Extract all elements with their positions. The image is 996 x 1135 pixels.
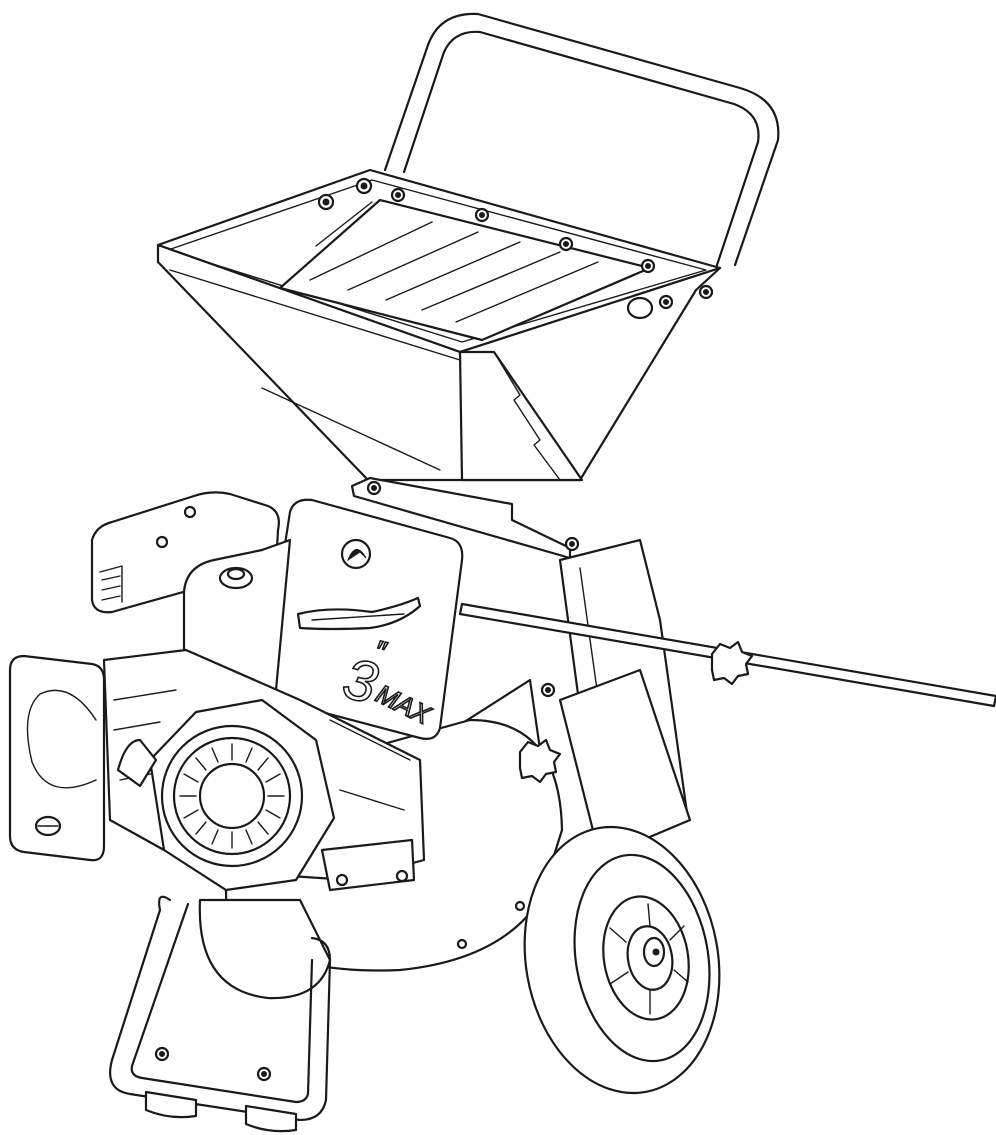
- hopper-top-plate: [156, 168, 722, 354]
- star-knob: [518, 640, 754, 784]
- engine-air-cleaner: [8, 654, 106, 862]
- hopper-body: [156, 243, 722, 482]
- hopper-bolt: [317, 177, 656, 274]
- front-stand-frame: [109, 895, 332, 1133]
- hopper-handle: [383, 12, 780, 270]
- engine-recoil-starter: [116, 698, 336, 892]
- branch-graphic: [296, 596, 422, 631]
- hopper-mount-plate: [350, 476, 580, 560]
- wheel: [523, 825, 721, 1095]
- engine-air-filter-cover: [90, 491, 280, 614]
- discharge-chute: [540, 538, 692, 860]
- cutter-cover: 3 ″ MAX: [262, 498, 464, 740]
